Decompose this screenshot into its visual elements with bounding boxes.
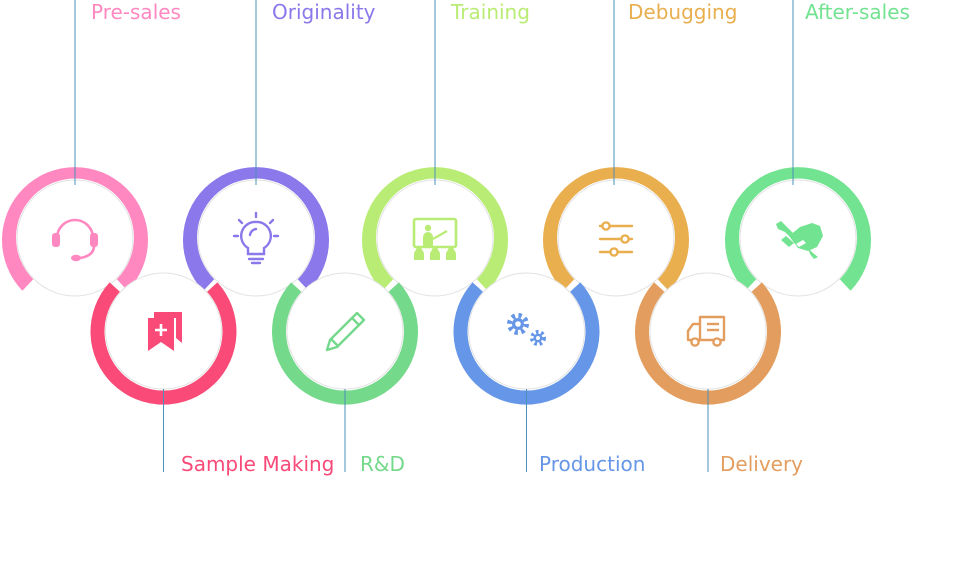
ring-originality bbox=[183, 0, 329, 297]
label-rd: R&D bbox=[360, 452, 405, 476]
label-production: Production bbox=[539, 452, 646, 476]
sliders-icon bbox=[598, 221, 634, 257]
label-debugging: Debugging bbox=[628, 0, 738, 24]
delivery-truck-icon bbox=[686, 315, 726, 347]
ring-rd bbox=[272, 272, 418, 472]
ring-delivery bbox=[635, 272, 781, 472]
lightbulb-icon bbox=[232, 211, 280, 265]
headset-icon bbox=[52, 218, 98, 262]
label-sample-making: Sample Making bbox=[181, 452, 335, 476]
label-after-sales: After-sales bbox=[805, 0, 910, 24]
ring-after-sales bbox=[725, 0, 871, 297]
gears-icon bbox=[507, 313, 546, 346]
tools-icon bbox=[776, 221, 823, 259]
label-originality: Originality bbox=[272, 0, 376, 24]
label-pre-sales: Pre-sales bbox=[91, 0, 181, 24]
label-delivery: Delivery bbox=[720, 452, 804, 476]
ring-sample-making bbox=[90, 272, 237, 472]
presentation-board-icon bbox=[412, 217, 458, 260]
label-training: Training bbox=[451, 0, 530, 24]
pencil-icon bbox=[325, 311, 366, 352]
ring-production bbox=[453, 272, 600, 472]
ring-pre-sales bbox=[1, 0, 148, 297]
bookmarks-add-icon bbox=[148, 312, 182, 351]
